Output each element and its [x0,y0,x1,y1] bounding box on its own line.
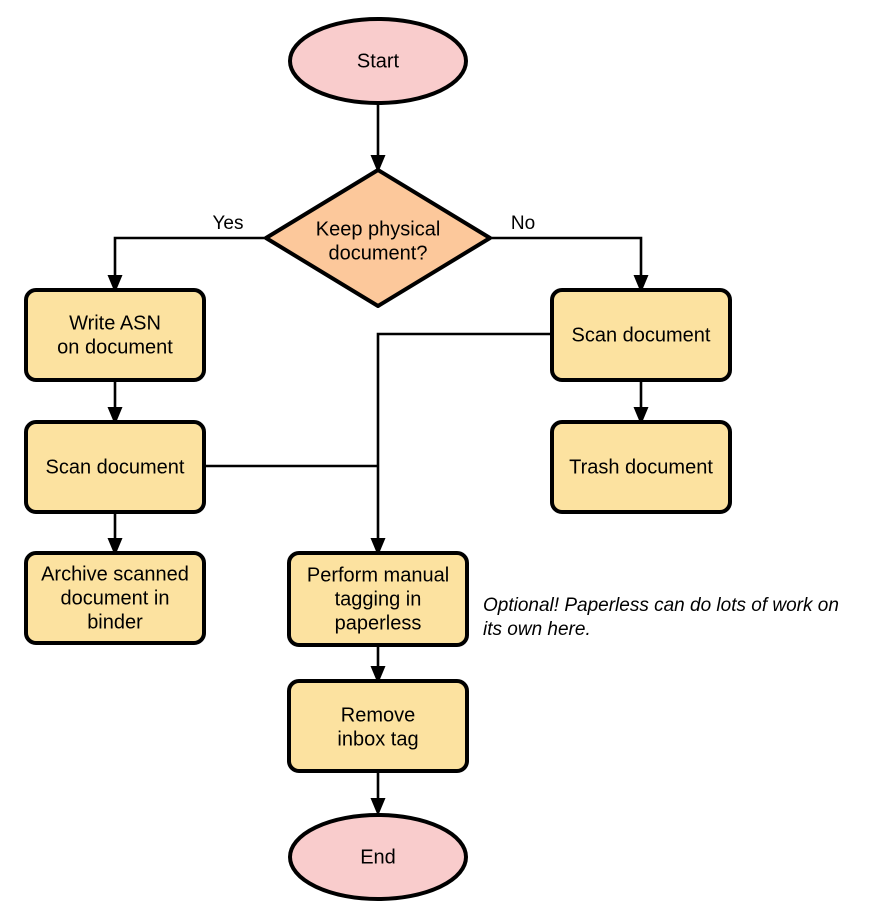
scan-document-left-box-shape [24,420,206,514]
end-ellipse-shape [288,813,468,901]
archive-label-line1: Archive scanned [41,563,189,585]
archive-box-shape [24,551,206,645]
remove-inbox-label-line2: inbox tag [337,728,418,750]
connector-decision-no-to-scan-right [490,236,649,293]
archive-label-line3: binder [87,611,143,633]
node-remove-inbox-tag[interactable]: Remove inbox tag [287,679,469,773]
connector-remove-inbox-to-end [370,771,386,816]
manual-tagging-label-line2: tagging in [335,588,422,610]
write-asn-box-shape [24,288,206,382]
manual-tagging-box-shape [287,551,469,647]
decision-label-line1: Keep physical [316,218,441,240]
connector-manual-tagging-to-remove-inbox [370,645,386,684]
connector-write-asn-to-scan-left [107,380,123,425]
connector-scan-right-to-manual-tagging [370,332,552,556]
manual-tagging-label-line1: Perform manual [307,564,449,586]
node-trash-document[interactable]: Trash document [550,420,732,514]
write-asn-label-line2: on document [57,336,173,358]
node-scan-document-left[interactable]: Scan document [24,420,206,514]
edge-label-no: No [511,213,535,234]
decision-label-line2: document? [329,242,428,264]
start-ellipse-shape [288,17,468,105]
scan-document-right-box-shape [550,288,732,382]
connector-scan-right-to-trash [633,380,649,425]
edge-label-yes: Yes [213,213,244,234]
node-perform-manual-tagging[interactable]: Perform manual tagging in paperless [287,551,469,647]
decision-diamond-shape [264,168,492,308]
annotation-note: Optional! Paperless can do lots of work … [483,595,839,640]
scan-document-left-label: Scan document [46,456,185,478]
end-label: End [360,846,396,868]
node-start[interactable]: Start [288,17,468,105]
node-archive-scanned-document[interactable]: Archive scanned document in binder [24,551,206,645]
scan-document-right-label: Scan document [572,324,711,346]
remove-inbox-label-line1: Remove [341,704,415,726]
trash-document-box-shape [550,420,732,514]
connector-scan-left-to-archive [107,512,123,556]
node-scan-document-right[interactable]: Scan document [550,288,732,382]
note-line1: Optional! Paperless can do lots of work … [483,595,839,616]
start-label: Start [357,50,400,72]
remove-inbox-box-shape [287,679,469,773]
node-decision-keep-physical-document[interactable]: Keep physical document? [264,168,492,308]
trash-document-label: Trash document [569,456,713,478]
node-end[interactable]: End [288,813,468,901]
node-write-asn-on-document[interactable]: Write ASN on document [24,288,206,382]
manual-tagging-label-line3: paperless [335,612,422,634]
archive-label-line2: document in [61,587,170,609]
connector-start-to-decision [370,104,386,173]
write-asn-label-line1: Write ASN [69,312,161,334]
connector-decision-yes-to-write-asn [107,236,266,293]
note-line2: its own here. [483,619,591,640]
